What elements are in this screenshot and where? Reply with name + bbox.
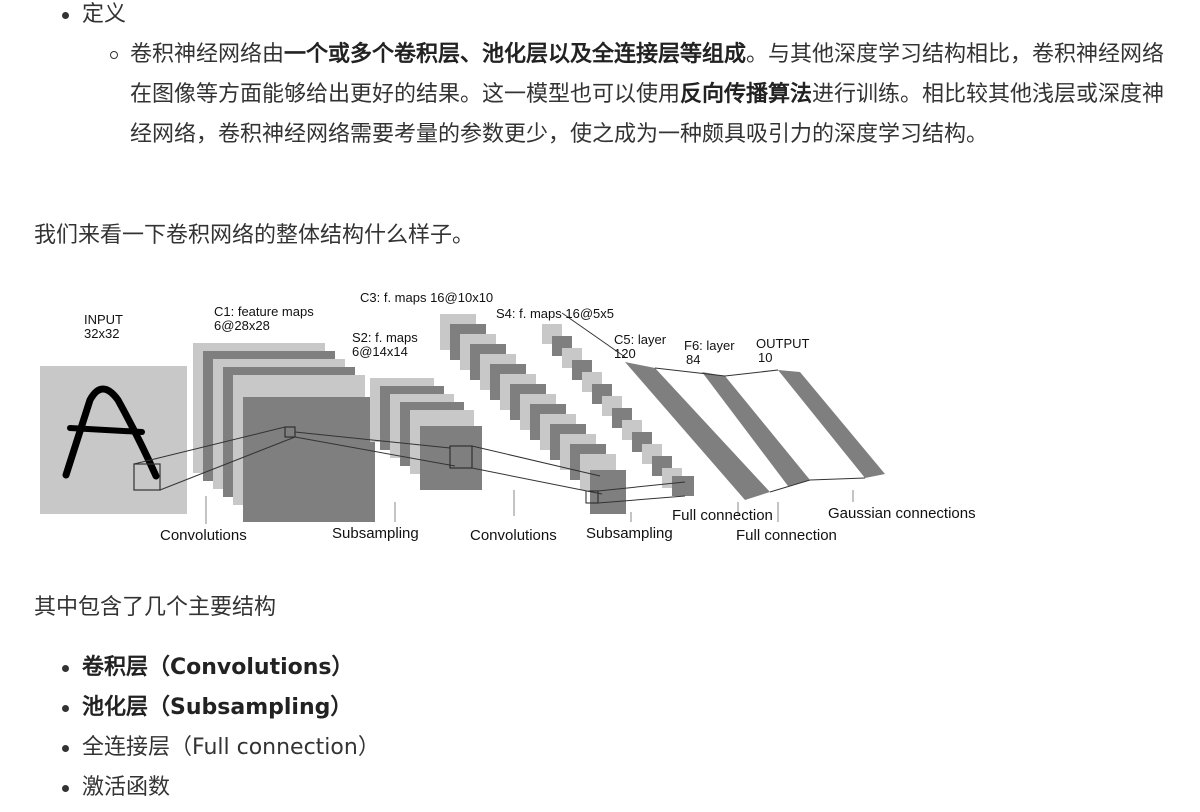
s2-feature-maps [370,378,482,490]
intro-paragraph: 我们来看一下卷积网络的整体结构什么样子。 [34,223,475,248]
f6-label: F6: layer [684,338,735,353]
op-convolutions-2: Convolutions [470,527,557,544]
structure-item-activation: 激活函数 [82,775,171,800]
s4-label: S4: f. maps 16@5x5 [496,306,614,321]
c3-feature-maps [440,314,626,514]
c5-layer [625,362,770,500]
s4-feature-maps [542,324,694,496]
definition-text-2: 。与其他深度学习结构相比，卷积神经网络在图像等方面能够给出更好的结果。这一模型也… [130,42,1165,107]
f6-size: 84 [686,352,700,367]
op-convolutions-1: Convolutions [160,527,247,544]
cnn-architecture-figure: INPUT 32x32 C1: feature maps 6@28x28 S2:… [40,290,976,544]
definition-paragraph: 卷积神经网络由一个或多个卷积层、池化层以及全连接层等组成。与其他深度学习结构相比… [130,35,1180,155]
list-bullet [62,745,69,752]
input-label: INPUT [84,312,123,327]
structure-item-convolutions: 卷积层（Convolutions） [82,655,354,680]
list-bullet [62,705,69,712]
c5-label: C5: layer [614,332,667,347]
op-subsampling-2: Subsampling [586,525,673,542]
c1-label: C1: feature maps [214,304,314,319]
input-image [40,366,187,514]
definition-item: 定义 [82,2,127,27]
list-bullet [62,12,69,19]
definition-bold-1: 一个或多个卷积层、池化层以及全连接层等组成 [284,42,747,67]
list-bullet [62,785,69,792]
s2-size: 6@14x14 [352,344,408,359]
definition-text-1: 卷积神经网络由 [130,42,285,67]
input-size: 32x32 [84,326,119,341]
structure-item-subsampling: 池化层（Subsampling） [82,695,353,720]
nested-list-bullet [110,51,118,59]
definition-text-3: 进行训练。相比较其他浅层或深度神经网络，卷积神经网络需要考量的参数更少，使之成为… [130,82,1165,147]
output-label: OUTPUT [756,336,810,351]
output-layer [778,370,885,478]
op-full-connection-1: Full connection [672,507,773,524]
f6-layer [702,372,810,486]
op-full-connection-2: Full connection [736,527,837,544]
c3-label: C3: f. maps 16@10x10 [360,290,493,305]
input-letter-a [62,385,160,480]
c1-feature-maps [193,343,375,522]
structure-item-full-connection: 全连接层（Full connection） [82,735,380,760]
definition-bold-2: 反向传播算法 [680,82,813,107]
c1-size: 6@28x28 [214,318,270,333]
c5-size: 120 [614,346,636,361]
output-size: 10 [758,350,772,365]
structures-intro: 其中包含了几个主要结构 [34,595,277,620]
s2-label: S2: f. maps [352,330,418,345]
op-subsampling-1: Subsampling [332,525,419,542]
op-gaussian: Gaussian connections [828,505,976,522]
list-bullet [62,665,69,672]
